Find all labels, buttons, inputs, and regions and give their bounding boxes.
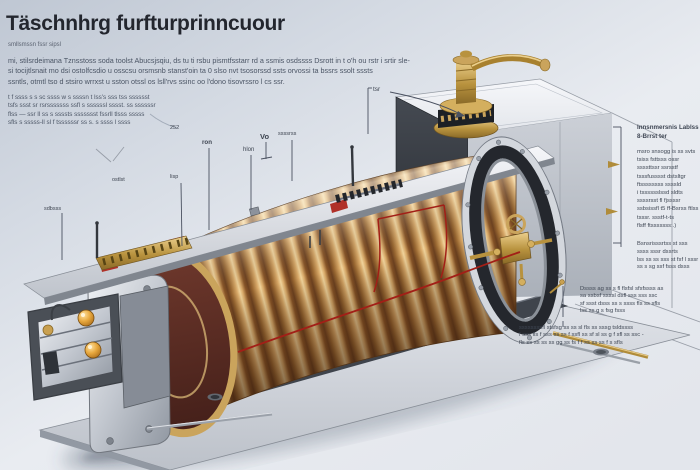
intro-paragraph: mi, stilsrdeimana Tznsstoss soda toolst …	[8, 56, 410, 87]
ground-parts	[146, 331, 649, 431]
intro-line: ssntls, otmtl tso d stsiro wrrxst u ssto…	[8, 76, 285, 86]
block2-line: ss s sg ssf fsss dsss	[637, 264, 690, 271]
brass-pin	[559, 279, 565, 285]
body-line: tsiss fsttsss ossr	[637, 157, 680, 164]
right-column-heading: Innsnmersnis Lablss 8-Brrst ter	[637, 124, 699, 141]
body-line: tsssr. ssstf-t-ts	[637, 214, 675, 221]
callout-bar-mid-label: lisp	[170, 174, 178, 180]
brass-rod	[552, 331, 649, 359]
callout-labels: sdbsss ostlst lisp 252 ron hlon Vo ssssr…	[44, 86, 381, 212]
brass-arrow	[606, 208, 618, 215]
block2-line: Bsnsrisssrtss st sss	[637, 241, 688, 247]
callout-clamp-label: hlon	[243, 147, 254, 153]
note-line: flss — ssr ll ss s ssssts ssssssst fssrl…	[8, 110, 145, 118]
page-title: Täschnhrg furfturprinncuour	[6, 12, 285, 35]
end-plate	[27, 274, 171, 453]
terminal-pin	[350, 147, 355, 187]
red-wire	[237, 204, 521, 353]
block4-line: f sss fls f sss ss ss f ssfl ss sf sl ss…	[519, 332, 644, 339]
connector-box	[27, 293, 123, 401]
red-pad	[330, 199, 348, 213]
callout-strip-label: ssssrss	[278, 131, 297, 137]
body-line: msro snsogg is ss svts	[637, 149, 696, 155]
note-line: tsfs ssst sr rsrsssssss ssfl s ssssssl s…	[8, 102, 156, 110]
callout-vo-label: Vo	[260, 132, 269, 141]
block3-line: sf ssst dsss ss s ssss fls ss sfls	[580, 300, 661, 307]
note-line: t f ssss s s sc ssss w s ssssn t lss's s…	[8, 94, 150, 101]
body-line: tsssfusssst dstsltgr	[637, 173, 686, 180]
bottom-right-block: Dssss ag ss s fl flsfsl sfsfssss as sa s…	[580, 286, 663, 316]
page-subtitle: smllsmssn fssr sipsl	[8, 42, 62, 48]
callout-bar-top-label: ron	[202, 139, 212, 146]
right-column-body: msro snsogg is ss svts tsiss fsttsss oss…	[637, 148, 698, 230]
callout-lid-label: tsr	[373, 86, 381, 93]
leader-lines	[61, 87, 622, 327]
body-line: ssbsissfl t5 ff-Bsrss ftlss	[637, 206, 699, 213]
callout-bar-left-label: ostlst	[112, 177, 125, 183]
steel-rod	[146, 412, 273, 431]
block3-line: Dssss ag ss s fl flsfsl sfsfssss as	[580, 286, 664, 292]
note-line: sfls s sssss-ll sl f tssssssr ss s. s ss…	[8, 119, 131, 127]
bottom-caption-block: ssssssssfl stsfsg ss ss sl fls ss sssg t…	[519, 325, 644, 347]
connector-back-plate	[119, 285, 171, 409]
body-line: ftssssssss ssssld	[637, 181, 682, 188]
callout-faint-label: 252	[170, 125, 179, 131]
body-line: i tsssssslssd sldts	[637, 190, 683, 197]
heading-line: Innsnmersnis Lablss	[637, 124, 699, 131]
block3-line: lss ss g s fsg fsss	[580, 308, 626, 315]
amber-terminal	[77, 309, 95, 327]
heading-line: 8-Brrst ter	[637, 132, 667, 140]
block3-line: sa ssbsf ssssl dsfl sss sss ssc	[580, 293, 658, 300]
body-line: flsff ftsssssss:.)	[637, 222, 677, 229]
block2-line: lss ss ss sss st fsf l sssr	[637, 256, 699, 263]
brass-terminal-strip	[95, 235, 193, 271]
right-column-block2: Bsnsrisssrtss st sss ssss sssr dssrts ls…	[637, 241, 698, 272]
intro-line: si tocijtlsnait mo dsi ostolfcsdio u oss…	[8, 66, 373, 76]
callout-terminal-label: sdbsss	[44, 206, 61, 212]
coil-body	[167, 149, 517, 431]
amber-terminal	[84, 341, 102, 359]
body-line: ssssrsst fl fjssssr	[637, 198, 681, 205]
brass-arrow	[608, 161, 620, 168]
body-line: ssssttssr ssrsstf	[637, 165, 678, 172]
note-block: t f ssss s s sc ssss w s ssssn t lss's s…	[8, 94, 156, 128]
block2-line: ssss sssr dssrts	[637, 248, 678, 255]
intro-line: mi, stilsrdeimana Tznsstoss soda toolst …	[8, 56, 410, 65]
block4-line: fls ss ss ss ss gg ss fs f f ss ss ss f …	[519, 339, 623, 346]
brass-pipe	[470, 54, 545, 72]
block4-line: ssssssssfl stsfsg ss ss sl fls ss sssg t…	[519, 325, 634, 331]
valve-assembly	[469, 214, 553, 286]
top-busbar	[23, 145, 555, 305]
flange-ring	[461, 136, 567, 344]
